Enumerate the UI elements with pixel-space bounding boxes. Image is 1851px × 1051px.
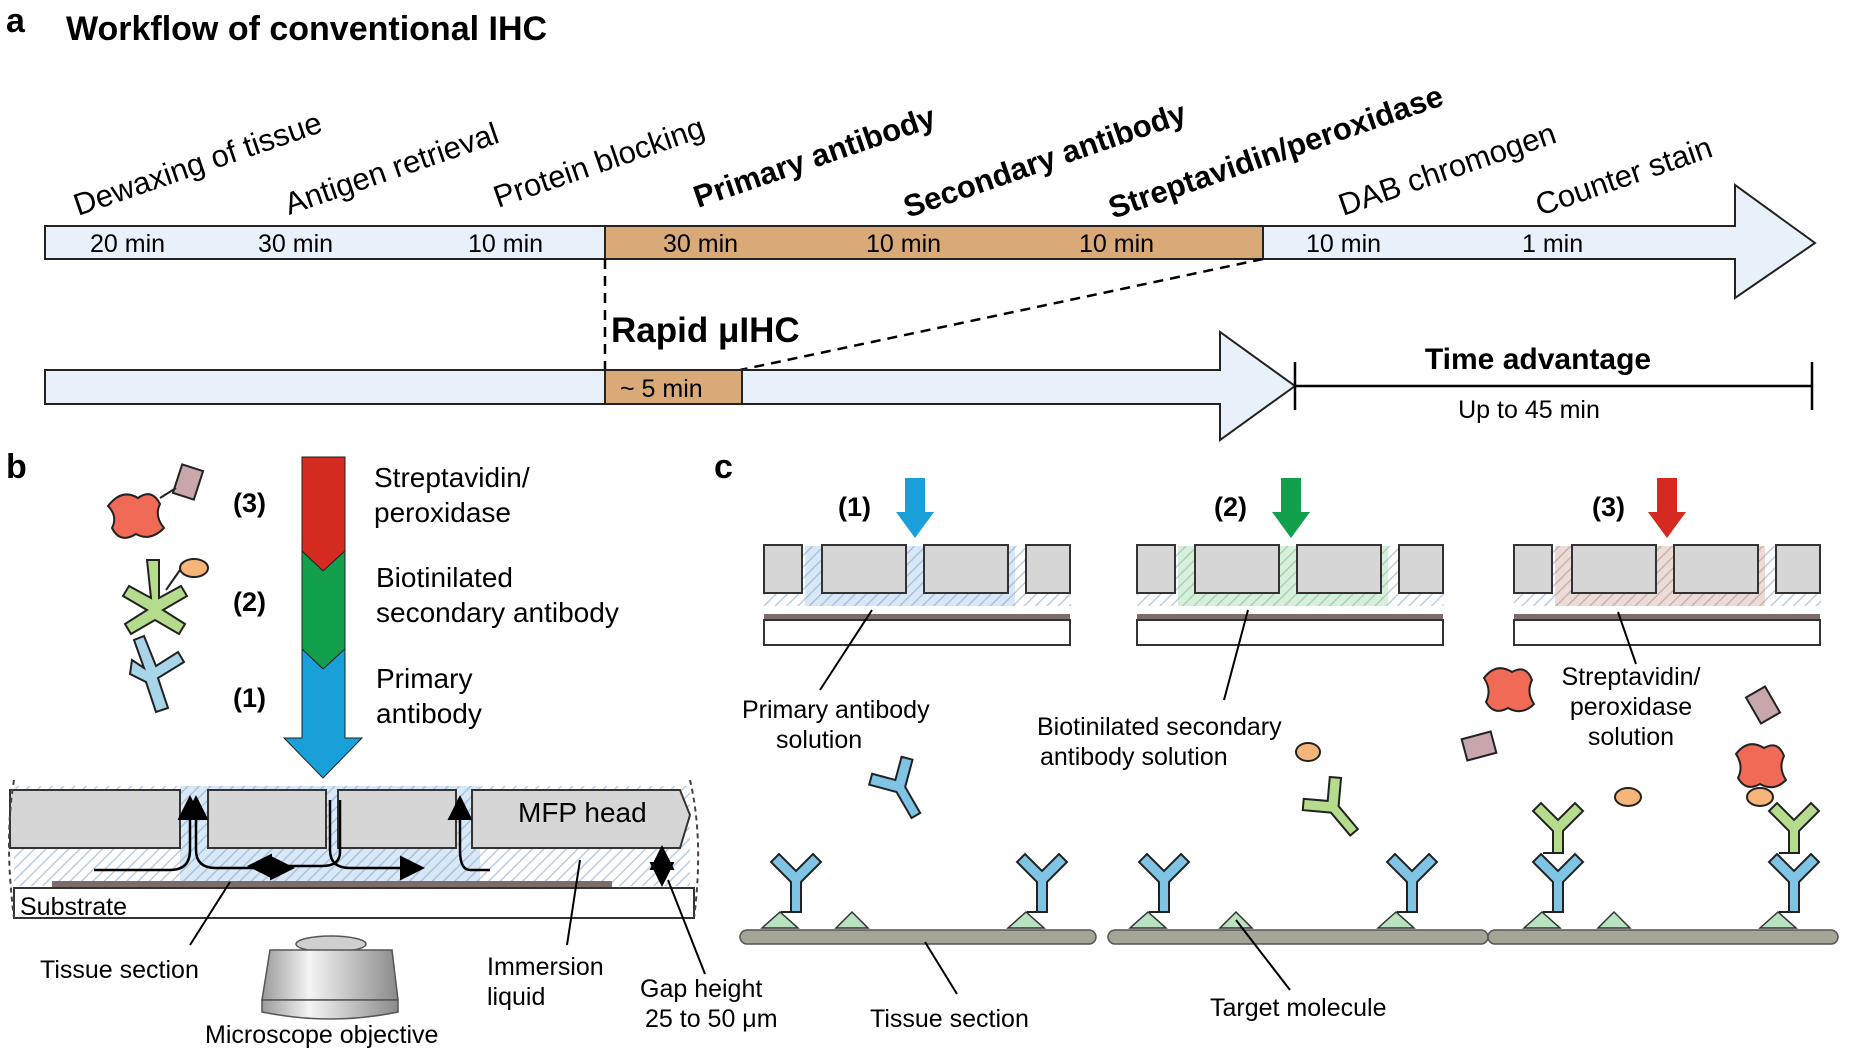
reagent-number-3: (3): [233, 488, 266, 518]
step-time-streptavidin: 10 min: [1079, 230, 1154, 258]
objective-label: Microscope objective: [205, 1021, 438, 1049]
gap-label-2: 25 to 50 μm: [645, 1005, 778, 1033]
stage-2-label-line1: Biotinilated secondary: [1037, 713, 1282, 741]
step-time-dewaxing: 20 min: [90, 230, 165, 258]
rapid-title: Rapid μIHC: [611, 311, 800, 350]
stage-2-label-line2: antibody solution: [1040, 743, 1228, 771]
reagent-2-line1: Biotinilated: [376, 562, 513, 593]
biotinylated-secondary-antibody-icon: [121, 558, 209, 636]
panel-a-title: Workflow of conventional IHC: [66, 10, 547, 48]
immersion-label-2: liquid: [487, 983, 545, 1011]
substrate: [13, 887, 695, 919]
mfp-head-label: MFP head: [518, 797, 647, 828]
step-time-primary: 30 min: [663, 230, 738, 258]
target-molecule-label: Target molecule: [1210, 994, 1386, 1022]
stage-1-label-line2: solution: [776, 726, 862, 754]
panel-a-letter: a: [6, 2, 26, 40]
mfp-device: [8, 779, 700, 919]
tissue-section-label: Tissue section: [40, 956, 199, 984]
substrate-label: Substrate: [20, 893, 127, 921]
reagent-number-2: (2): [233, 587, 266, 617]
tissue-section-strip: [52, 881, 612, 888]
step-time-blocking: 10 min: [468, 230, 543, 258]
reagent-3-line1: Streptavidin/: [374, 462, 530, 493]
step-label-protein-blocking: Protein blocking: [489, 110, 709, 215]
stage-2-device: [1136, 478, 1444, 646]
step-label-counter-stain: Counter stain: [1531, 129, 1717, 222]
streptavidin-peroxidase-icon: [106, 463, 205, 539]
tissue-bed-1: [739, 852, 1097, 945]
step-time-dab: 10 min: [1306, 230, 1381, 258]
tissue-bed-3: [1460, 667, 1839, 945]
chevron-blue: [282, 647, 364, 779]
stage-3-label-line1: Streptavidin/: [1562, 663, 1701, 691]
chevron-red: [301, 456, 346, 572]
stage-1-number: (1): [838, 492, 871, 522]
time-advantage-title: Time advantage: [1425, 343, 1651, 376]
reagent-1-line1: Primary: [376, 663, 472, 694]
immersion-label-1: Immersion: [487, 953, 604, 981]
time-advantage-value: Up to 45 min: [1458, 396, 1600, 424]
stage-3-label-line2: peroxidase: [1570, 693, 1692, 721]
reagent-3-line2: peroxidase: [374, 497, 511, 528]
step-time-counter: 1 min: [1522, 230, 1583, 258]
rapid-connector-right: [739, 257, 1264, 372]
reagent-1-line2: antibody: [376, 698, 482, 729]
floating-secondary-antibody: [1301, 775, 1360, 837]
stage-3-device: [1513, 478, 1821, 646]
step-time-secondary: 10 min: [866, 230, 941, 258]
primary-antibody-icon: [128, 634, 186, 714]
stage-3-label-line3: solution: [1588, 723, 1674, 751]
stage-1-label-line1: Primary antibody: [742, 696, 930, 724]
panel-c-letter: c: [714, 448, 733, 486]
gap-label-1: Gap height: [640, 975, 762, 1003]
rapid-time: ~ 5 min: [620, 375, 703, 403]
stage-2-number: (2): [1214, 492, 1247, 522]
reagent-2-line2: secondary antibody: [376, 597, 619, 628]
step-time-antigen: 30 min: [258, 230, 333, 258]
rapid-antibody-segment: [604, 369, 743, 405]
tissue-bed-2: [1107, 852, 1489, 945]
floating-primary-antibody: [867, 755, 922, 820]
stage-3-number: (3): [1592, 492, 1625, 522]
panel-b-letter: b: [6, 448, 27, 486]
microscope-objective-icon: [261, 935, 399, 1020]
conventional-antibody-segment: [604, 225, 1264, 260]
stage-1-device: [763, 478, 1071, 646]
tissue-section-label-c: Tissue section: [870, 1005, 1029, 1033]
reagent-number-1: (1): [233, 683, 266, 713]
